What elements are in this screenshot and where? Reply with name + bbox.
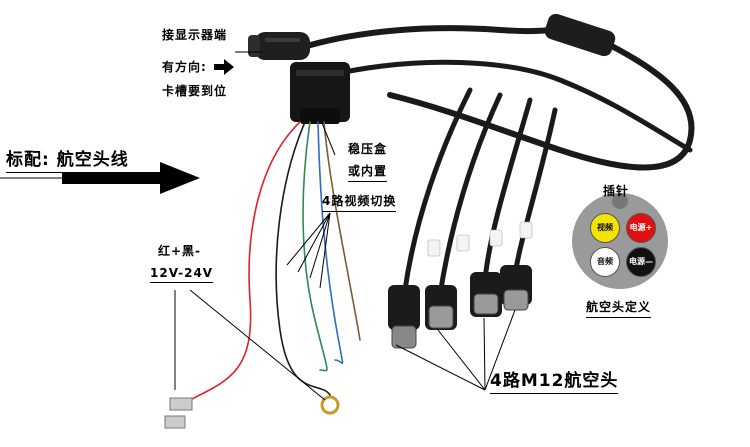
pin-label: 电源— <box>629 257 653 266</box>
label-standard: 标配: 航空头线 <box>6 145 129 173</box>
m12-head <box>470 272 502 317</box>
splitter-block <box>544 13 616 57</box>
pin-circle: 电源— <box>626 247 656 277</box>
m12-head <box>425 285 457 330</box>
label-pin-title: 插针 <box>603 184 630 198</box>
leader-lines <box>174 51 516 401</box>
label-video-switch: 4路视频切换 <box>322 192 397 212</box>
label-m12-heads: 4路M12航空头 <box>490 366 619 394</box>
m12-head <box>388 285 420 349</box>
m12-head <box>500 265 532 311</box>
regulator-box-shape <box>290 62 350 124</box>
pin-circle: 视频 <box>590 213 620 243</box>
pin-circle: 电源+ <box>626 213 656 243</box>
right-arrow-icon <box>214 59 234 75</box>
pin-definition-disc <box>572 193 668 289</box>
main-cable-second <box>327 59 693 153</box>
pin-label: 电源+ <box>629 223 653 232</box>
label-power-wires: 红+黑- <box>158 244 202 258</box>
pin-circle: 音频 <box>590 247 620 277</box>
main-cable-loop <box>387 37 695 171</box>
label-pin-definition: 航空头定义 <box>586 298 652 318</box>
big-right-arrow-icon <box>0 162 200 194</box>
m12-cables <box>402 87 558 298</box>
ring-terminal <box>320 395 340 415</box>
display-connector <box>248 32 310 60</box>
pin-label: 音频 <box>597 257 613 266</box>
label-or-builtin: 或内置 <box>348 162 388 182</box>
pin-label: 视频 <box>597 223 613 232</box>
label-direction: 有方向: <box>162 60 207 74</box>
label-display-end: 接显示器端 <box>162 28 228 42</box>
cable-tags <box>427 221 533 257</box>
thin-wires <box>189 121 361 401</box>
label-regulator-box: 稳压盒 <box>348 142 388 156</box>
spade-terminal <box>164 397 193 429</box>
label-voltage: 12V-24V <box>150 266 214 283</box>
label-slot-align: 卡槽要到位 <box>162 84 228 98</box>
